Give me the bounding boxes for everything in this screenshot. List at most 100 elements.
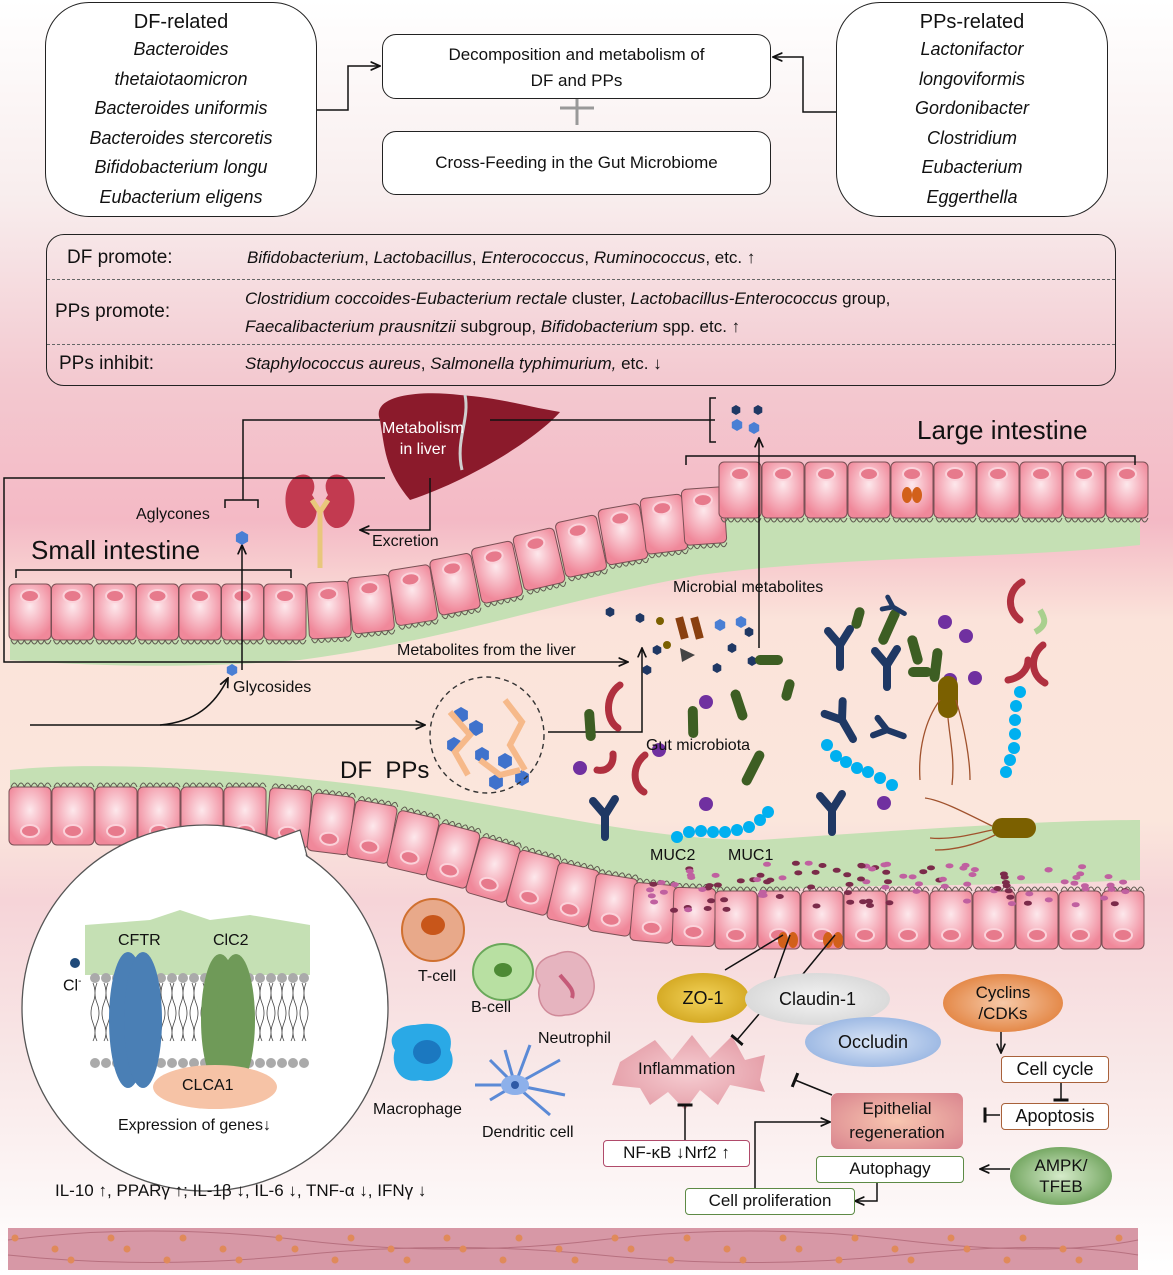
bifidobacterium-icon — [824, 625, 854, 671]
pps-related-taxon: Clostridium — [926, 127, 1018, 148]
epithelial-cell — [804, 461, 848, 523]
muscle-nucleus — [835, 1256, 843, 1264]
streptococcus-cell-icon — [830, 750, 842, 762]
neutrophil-label: Neutrophil — [538, 1030, 611, 1047]
text-fragment: etc. ↓ — [616, 354, 662, 373]
muscle-nucleus — [163, 1256, 171, 1264]
mucin-granule — [859, 899, 868, 905]
pps-inhibit-text: Staphylococcus aureus, Salmonella typhim… — [245, 354, 662, 374]
coccus-icon — [699, 695, 713, 709]
bifidobacterium-icon — [871, 645, 901, 691]
aglycones-label: Aglycones — [136, 506, 210, 523]
lipid-head — [156, 973, 166, 983]
lipid-head — [288, 1058, 298, 1068]
df-related-taxon: Bacteroides — [133, 39, 229, 59]
metabolite-hex-icon — [652, 645, 662, 655]
epithelial-label-line1: Epithelial — [862, 1099, 932, 1118]
apoptosis-box: Apoptosis — [1001, 1103, 1109, 1130]
claudin1-node: Claudin-1 — [745, 973, 890, 1025]
muscle-nucleus — [1019, 1234, 1027, 1242]
polyphenol-hex-icon — [498, 753, 512, 769]
pps-inhibit-label: PPs inhibit: — [59, 353, 155, 374]
pps-promote-text-line1: Clostridium coccoides-Eubacterium rectal… — [245, 289, 890, 309]
lipid-tail — [299, 982, 309, 1042]
mucin-granule — [963, 881, 972, 887]
microbiota-effects-box: DF promote: Bifidobacterium, Lactobacill… — [46, 234, 1116, 386]
metabolite-dot-icon — [663, 641, 671, 649]
mucin-granule — [1121, 889, 1130, 895]
muscle-nucleus — [459, 1245, 467, 1253]
mucin-granule — [846, 899, 855, 905]
pps-related-title: PPs-related — [919, 11, 1025, 33]
bacillus-icon — [781, 679, 795, 701]
mucin-granule — [1060, 879, 1069, 885]
streptococcus-cell-icon — [743, 821, 755, 833]
text-fragment: , etc. ↑ — [705, 248, 756, 267]
mucin-granule — [881, 884, 890, 890]
lipid-head — [90, 1058, 100, 1068]
muscle-nucleus — [515, 1234, 523, 1242]
mucin-granule — [811, 869, 820, 875]
taxon-name: Lactobacillus — [373, 248, 472, 267]
pps-related-taxon: Gordonibacter — [914, 98, 1030, 118]
epithelial-cell — [976, 461, 1020, 523]
epithelial-cell — [1015, 886, 1059, 950]
t-cell-label: T-cell — [418, 968, 457, 985]
inset-zoom-bubble — [21, 824, 389, 1192]
epithelial-cell — [671, 882, 717, 948]
bacillus-icon — [584, 709, 596, 741]
mucin-granule — [1072, 875, 1081, 880]
lipid-head — [266, 1058, 276, 1068]
occludin-label: Occludin — [837, 1031, 909, 1052]
streptococcus-cell-icon — [1004, 754, 1016, 766]
mucin-granule — [766, 877, 775, 883]
muc1-label: MUC1 — [728, 847, 774, 864]
muscle-nucleus — [331, 1256, 339, 1264]
mucin-granule — [1023, 900, 1032, 906]
muscle-nucleus — [907, 1256, 915, 1264]
mucin-granule — [899, 873, 908, 879]
mucin-granule — [968, 872, 977, 878]
mucin-granule — [1044, 897, 1053, 903]
text-fragment: , — [364, 248, 374, 267]
bacillus-icon — [741, 750, 765, 786]
mucin-granule — [959, 865, 968, 871]
mucin-granule — [713, 882, 722, 888]
muscle-nucleus — [387, 1245, 395, 1253]
pps-promote-label: PPs promote: — [55, 301, 171, 322]
streptococcus-cell-icon — [671, 831, 683, 843]
nfkb-nrf2-box: NF-κB ↓Nrf2 ↑ — [603, 1140, 750, 1167]
mucin-granule — [1044, 867, 1053, 873]
lipid-head — [189, 973, 199, 983]
flagellated-bacterium-icon — [938, 676, 958, 718]
muscle-nucleus — [779, 1234, 787, 1242]
polyphenol-hex-icon — [475, 747, 489, 763]
mucin-granule — [866, 903, 874, 908]
muscle-nucleus — [123, 1245, 131, 1253]
mucin-granule — [938, 876, 947, 882]
mucin-granule — [647, 893, 656, 899]
metabolite-hex-icon — [714, 619, 726, 631]
mucin-granule — [794, 870, 803, 876]
df-pps-label: DF PPs — [340, 757, 430, 784]
lipid-tail — [288, 982, 298, 1042]
muscle-nucleus — [235, 1256, 243, 1264]
metabolite-hex-icon — [735, 616, 747, 628]
flow-arrows — [3, 397, 1136, 733]
streptococcus-cell-icon — [851, 762, 863, 774]
epithelial-label-line2: regeneration — [849, 1123, 945, 1142]
mucin-granule — [1110, 901, 1119, 907]
taxon-name: Clostridium coccoides-Eubacterium rectal… — [245, 289, 568, 308]
coccus-icon — [938, 615, 952, 629]
streptococcus-cell-icon — [874, 772, 886, 784]
glycosides-label: Glycosides — [233, 679, 312, 696]
epithelial-cell — [1101, 886, 1145, 950]
microbial-metabolites-label: Microbial metabolites — [673, 579, 824, 596]
apoptosis-label: Apoptosis — [1015, 1106, 1095, 1126]
pps-related-taxon: Eubacterium — [921, 157, 1023, 177]
lipid-head — [178, 973, 188, 983]
inflammation-shape — [612, 1035, 765, 1110]
